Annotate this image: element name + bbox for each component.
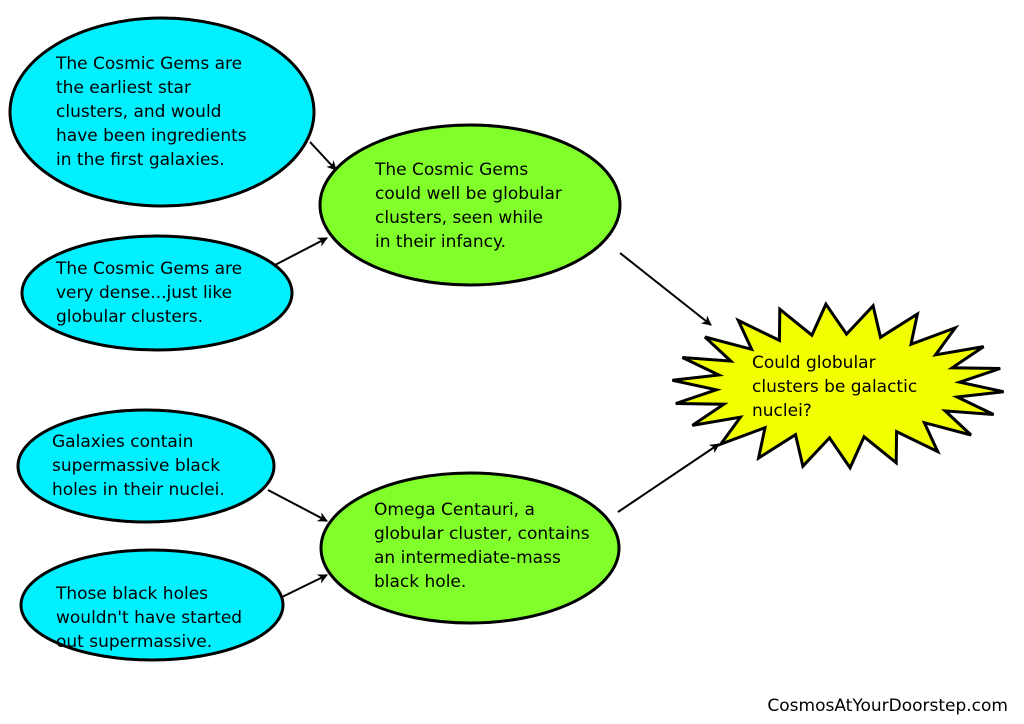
text-line: an intermediate-mass — [374, 548, 561, 568]
site-credit: CosmosAtYourDoorstep.com — [767, 696, 1008, 716]
node-earliest-text: The Cosmic Gems are the earliest star clus… — [56, 52, 247, 172]
node-infancy-shape — [318, 123, 622, 287]
node-notstarted-shape — [19, 548, 285, 662]
arrow-supermassive-to-omega — [267, 489, 328, 522]
text-line: supermassive black — [52, 456, 221, 476]
text-line: The Cosmic Gems are — [56, 259, 243, 279]
text-line: The Cosmic Gems — [375, 160, 529, 180]
text-line: Could globular — [752, 353, 876, 373]
text-line: in their infancy. — [375, 232, 506, 252]
text-line: holes in their nuclei. — [52, 480, 225, 500]
node-question-text: Could globular clusters be galactic nuclei… — [752, 351, 917, 423]
node-infancy-text: The Cosmic Gems could well be globular clu… — [375, 158, 562, 254]
text-line: in the first galaxies. — [56, 150, 225, 170]
text-line: clusters be galactic — [752, 377, 918, 397]
text-line: The Cosmic Gems are — [56, 54, 243, 74]
text-line: have been ingredients — [56, 126, 247, 146]
node-dense-text: The Cosmic Gems are very dense...just lik… — [56, 257, 242, 329]
text-line: Omega Centauri, a — [374, 500, 535, 520]
text-line: globular clusters. — [56, 307, 204, 327]
node-omega-shape — [319, 471, 621, 625]
text-line: Galaxies contain — [52, 432, 194, 452]
text-line: globular cluster, contains — [374, 524, 590, 544]
text-line: could well be globular — [375, 184, 562, 204]
node-omega-text: Omega Centauri, a globular cluster, conta… — [374, 498, 590, 594]
node-notstarted-text: Those black holes wouldn't have started ou… — [56, 582, 242, 654]
arrow-dense-to-infancy — [274, 237, 328, 266]
text-line: clusters, and would — [56, 102, 222, 122]
text-line: Those black holes — [56, 584, 209, 604]
arrow-infancy-to-question — [619, 252, 712, 326]
arrow-omega-to-question — [617, 443, 720, 513]
text-line: nuclei? — [752, 401, 812, 421]
text-line: very dense...just like — [56, 283, 233, 303]
text-line: clusters, seen while — [375, 208, 544, 228]
text-line: the earliest star — [56, 78, 191, 98]
text-line: wouldn't have started — [56, 608, 243, 628]
arrow-notstarted-to-omega — [279, 574, 328, 599]
text-line: black hole. — [374, 572, 467, 592]
node-dense-shape — [20, 234, 294, 352]
arrow-earliest-to-infancy — [309, 141, 337, 171]
node-supermassive-shape — [16, 408, 276, 524]
node-supermassive-text: Galaxies contain supermassive black holes … — [52, 430, 225, 502]
text-line: out supermassive. — [56, 632, 213, 652]
node-question-starburst — [672, 301, 1004, 471]
node-earliest-shape — [8, 16, 316, 208]
